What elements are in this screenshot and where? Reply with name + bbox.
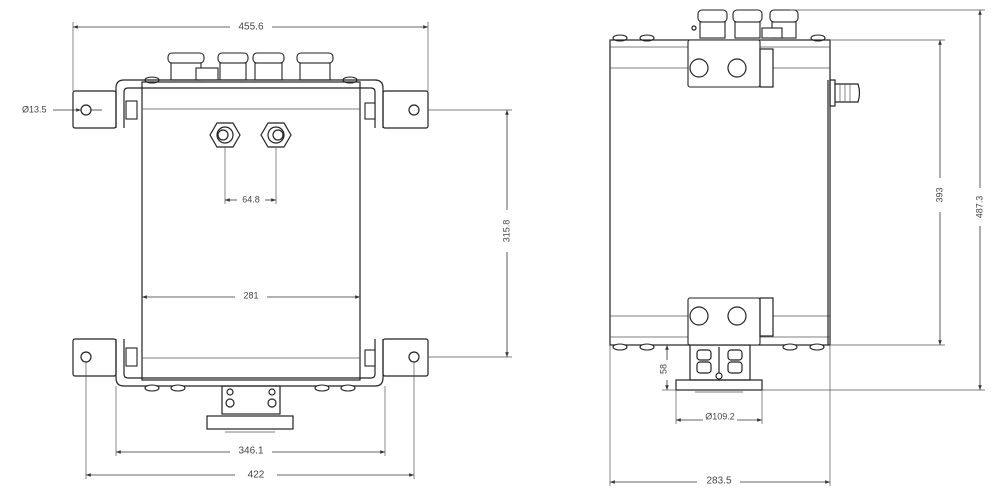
mount-hole [80,104,92,116]
dim-fitting-spacing: 64.8 [242,194,260,204]
mount-hole [408,104,420,116]
bracket-clamp-top [687,39,774,88]
dim-outlet-height: 58 [658,364,668,374]
dim-hole-vertical-spacing: 315.8 [501,220,511,243]
mounting-bracket-bottom [115,339,384,387]
dim-bracket-width: 346.1 [238,446,263,457]
mounting-bracket-top [115,79,384,128]
outlet [675,344,763,393]
tank-body [141,81,361,381]
mount-hole [80,351,92,363]
dim-body-width: 281 [243,290,258,300]
outlet [206,385,294,433]
mount-hole [408,351,420,363]
fittings [209,122,292,148]
dim-overall-height: 487.3 [974,196,984,219]
dim-overall-depth: 283.5 [706,476,731,487]
cable-glands [612,9,826,42]
side-view: 393 487.3 58 Ø109.2 283.5 [609,9,985,487]
bracket-clamp-bottom [687,297,774,346]
dim-body-height: 393 [934,187,944,202]
dim-overall-width: 455.6 [238,22,263,33]
dim-flange-diameter: Ø109.2 [705,411,735,421]
front-view: 455.6 Ø13.5 64.8 315.8 281 346.1 422 [22,22,512,481]
cable-glands [144,52,358,84]
dim-hole-horizontal-spacing: 422 [248,470,265,481]
hose-barb [829,79,861,107]
dim-hole-diameter: Ø13.5 [22,104,47,114]
